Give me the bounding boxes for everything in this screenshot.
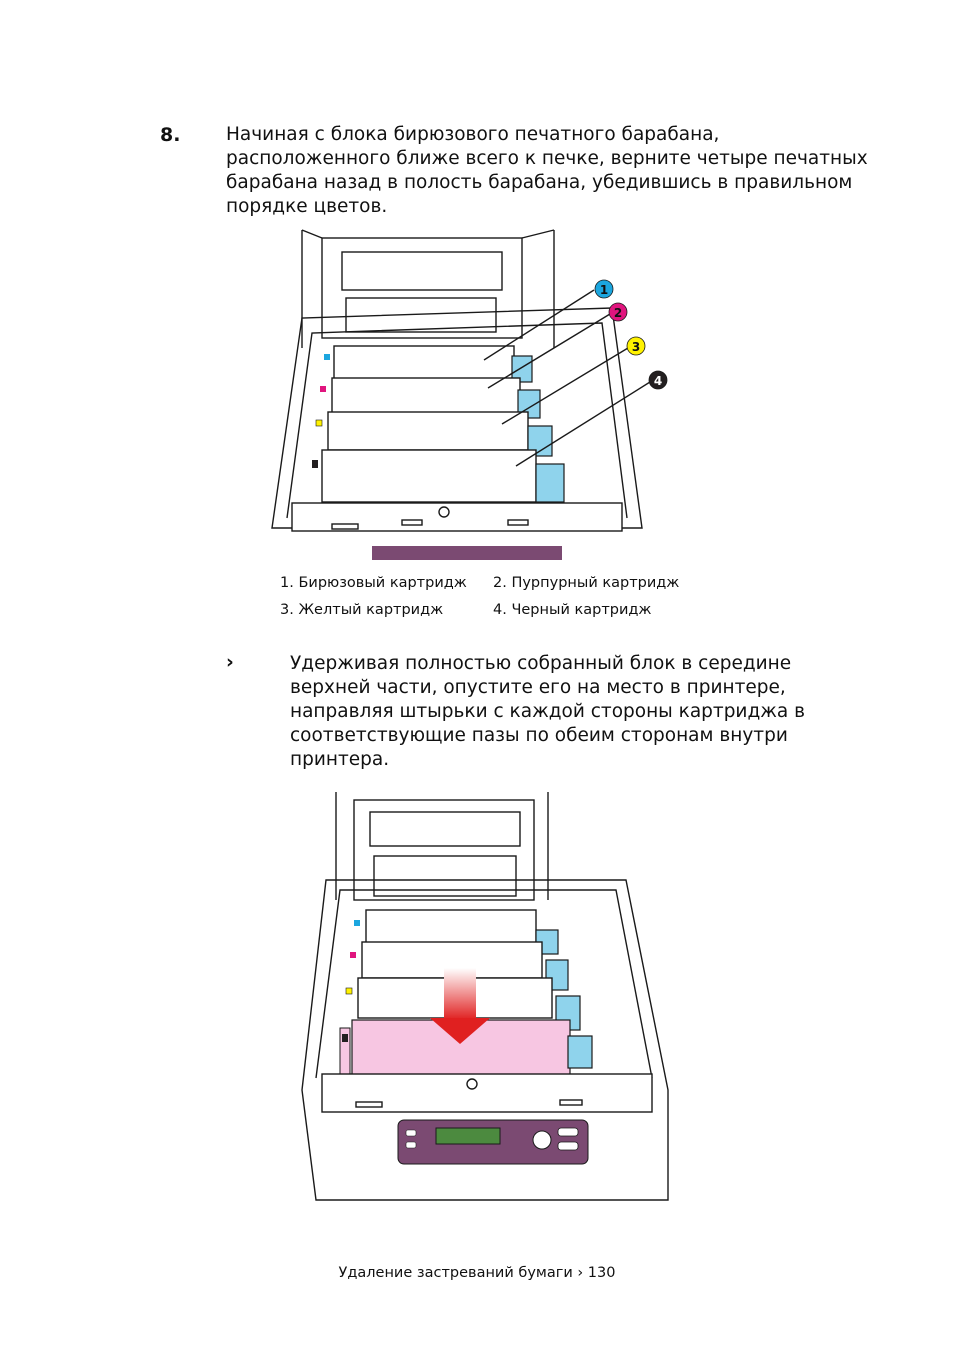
marker-black <box>312 460 318 468</box>
printer-cavity <box>286 322 628 519</box>
step-line: Начиная с блока бирюзового печатного бар… <box>226 124 720 145</box>
callout-number-3: 3 <box>632 340 640 354</box>
printer-body <box>301 879 669 1201</box>
lid-inner-panel <box>341 251 503 291</box>
drum-cyan <box>365 909 537 945</box>
substep-instruction: Удерживая полностью собранный блок в сер… <box>290 652 805 772</box>
drum-cyan <box>333 345 515 381</box>
front-cover <box>321 1073 653 1113</box>
front-knob <box>466 1078 478 1090</box>
panel-led <box>405 1141 417 1149</box>
drum-yellow <box>327 411 529 451</box>
front-slot <box>559 1099 583 1106</box>
panel-led <box>405 1129 417 1137</box>
front-slot <box>355 1101 383 1108</box>
caption-black: 4. Черный картридж <box>493 602 652 618</box>
callout-badge-2 <box>608 302 628 322</box>
leader-line-4 <box>515 381 651 467</box>
drum-black <box>321 449 537 503</box>
step-number: 8. <box>160 124 181 146</box>
caption-magenta: 2. Пурпурный картридж <box>493 575 680 591</box>
substep-bullet: › <box>226 651 234 673</box>
callout-number-2: 2 <box>614 306 622 320</box>
front-slot <box>331 523 359 530</box>
marker-cyan <box>324 354 330 360</box>
step-instruction: Начиная с блока бирюзового печатного бар… <box>226 123 868 219</box>
substep-line: направляя штырьки с каждой стороны картр… <box>290 701 806 722</box>
drum-black-end <box>567 1035 593 1069</box>
drum-cyan-end <box>511 355 533 383</box>
caption-cyan: 1. Бирюзовый картридж <box>280 575 467 591</box>
front-knob <box>438 506 450 518</box>
step-line: расположенного ближе всего к печке, верн… <box>226 148 868 169</box>
printer-cavity <box>315 889 653 1079</box>
drum-black-end <box>535 463 565 503</box>
nav-button-icon <box>532 1130 552 1150</box>
marker-yellow <box>345 987 353 995</box>
substep-line: Удерживая полностью собранный блок в сер… <box>290 653 792 674</box>
panel-button <box>557 1141 579 1151</box>
callout-number-1: 1 <box>600 283 608 297</box>
lid-hinge <box>301 229 555 239</box>
down-arrow-shaft <box>444 968 476 1020</box>
leader-line-1 <box>483 289 595 361</box>
printer-lowering-illustration <box>301 792 669 1201</box>
lcd-screen <box>435 1127 501 1145</box>
callout-number-4: 4 <box>654 374 662 388</box>
down-arrow-icon <box>430 1018 490 1044</box>
panel-button <box>557 1127 579 1137</box>
substep-line: верхней части, опустите его на место в п… <box>290 677 786 698</box>
callout-badge-4 <box>648 370 668 390</box>
lid-inner-panel <box>369 811 521 847</box>
marker-yellow <box>315 419 323 427</box>
step-line: барабана назад в полость барабана, убеди… <box>226 172 853 193</box>
substep-line: принтера. <box>290 749 390 770</box>
lid-edge <box>301 230 555 348</box>
front-slot <box>507 519 529 526</box>
page-footer: Удаление застреваний бумаги › 130 <box>338 1265 616 1281</box>
control-panel-edge <box>372 546 562 560</box>
callout-badge-1 <box>594 279 614 299</box>
leader-line-2 <box>487 313 611 389</box>
substep-line: соответствующие пазы по обеим сторонам в… <box>290 725 788 746</box>
lid-edge <box>335 792 549 900</box>
marker-cyan <box>354 920 360 926</box>
callout-badge-3 <box>626 336 646 356</box>
step-line: порядке цветов. <box>226 196 388 217</box>
front-slot <box>401 519 423 526</box>
marker-black <box>342 1034 348 1042</box>
marker-magenta <box>350 952 356 958</box>
front-cover <box>291 502 623 532</box>
drum-magenta <box>331 377 521 415</box>
printer-drums-illustration: 1 2 3 4 <box>271 229 668 560</box>
lid-tray <box>345 297 497 333</box>
leader-line-3 <box>501 347 629 425</box>
caption-yellow: 3. Желтый картридж <box>280 602 444 618</box>
marker-magenta <box>320 386 326 392</box>
